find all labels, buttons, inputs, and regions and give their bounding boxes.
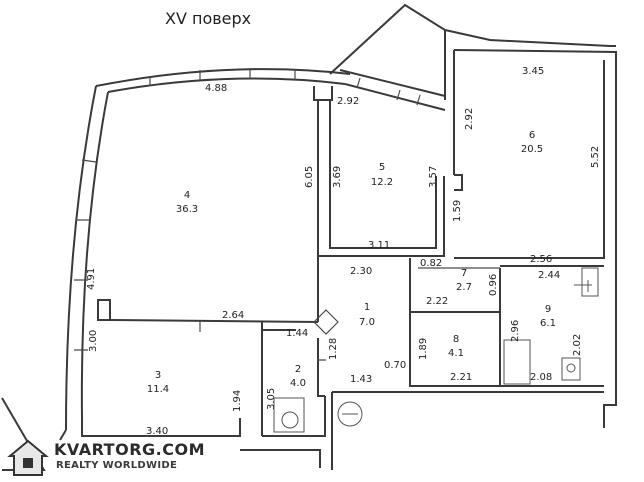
dim-label: 2.64 — [222, 310, 244, 321]
house-icon — [7, 439, 49, 476]
dim-label: 1.44 — [286, 328, 308, 339]
dim-label: 2.92 — [464, 108, 475, 130]
room-area: 36.3 — [176, 204, 198, 215]
dim-label: 1.28 — [328, 338, 339, 360]
watermark-main-text: KVARTORG.COM — [54, 440, 205, 459]
room-area: 6.1 — [540, 318, 556, 329]
dim-label: 4.88 — [205, 83, 227, 94]
dim-label: 2.02 — [572, 334, 583, 356]
dim-label: 3.11 — [368, 240, 390, 251]
room-area: 4.0 — [290, 378, 306, 389]
room-area: 12.2 — [371, 177, 393, 188]
dim-label: 2.56 — [530, 254, 552, 265]
dim-label: 0.96 — [488, 274, 499, 296]
room-number: 5 — [379, 162, 385, 173]
room-area: 20.5 — [521, 144, 543, 155]
dim-label: 3.00 — [88, 330, 99, 352]
dim-label: 6.05 — [304, 166, 315, 188]
room-number: 7 — [461, 268, 467, 279]
dim-label: 1.59 — [452, 200, 463, 222]
dim-label: 1.89 — [418, 338, 429, 360]
room-area: 11.4 — [147, 384, 169, 395]
room-area: 7.0 — [359, 317, 375, 328]
dim-label: 2.92 — [337, 96, 359, 107]
room-labels: 4 36.3 5 12.2 6 20.5 7 2.7 1 7.0 8 4.1 9… — [147, 130, 556, 395]
dim-label: 3.69 — [332, 166, 343, 188]
watermark-sub-text: REALTY WORLDWIDE — [56, 460, 178, 471]
outer-walls — [1, 3, 617, 471]
dim-label: 4.91 — [86, 268, 97, 290]
room-area: 4.1 — [448, 348, 464, 359]
dim-label: 2.30 — [350, 266, 372, 277]
windows — [74, 68, 421, 351]
dim-label: 2.44 — [538, 270, 560, 281]
dim-label: 3.45 — [522, 66, 544, 77]
room-area: 2.7 — [456, 282, 472, 293]
room-number: 6 — [529, 130, 535, 141]
dim-label: 0.82 — [420, 258, 442, 269]
dim-label: 1.43 — [350, 374, 372, 385]
room-number: 1 — [364, 302, 370, 313]
room-number: 9 — [545, 304, 551, 315]
dim-label: 5.52 — [590, 146, 601, 168]
dim-label: 3.05 — [266, 388, 277, 410]
interior-walls — [97, 86, 604, 437]
watermark-logo: KVARTORG.COM REALTY WORLDWIDE — [0, 438, 205, 482]
dim-label: 3.57 — [428, 166, 439, 188]
dim-label: 2.22 — [426, 296, 448, 307]
room-number: 3 — [155, 370, 161, 381]
dim-label: 2.96 — [510, 320, 521, 342]
dimension-labels: 4.88 2.92 3.45 2.92 6.05 3.69 3.57 5.52 … — [86, 66, 601, 437]
dim-label: 1.94 — [232, 390, 243, 412]
dim-label: 2.08 — [530, 372, 552, 383]
dim-label: 3.40 — [146, 426, 168, 437]
dim-label: 0.70 — [384, 360, 406, 371]
room-number: 4 — [184, 190, 190, 201]
room-number: 2 — [295, 364, 301, 375]
room-number: 8 — [453, 334, 459, 345]
dim-label: 2.21 — [450, 372, 472, 383]
floor-title: XV поверх — [165, 9, 251, 28]
fixtures — [273, 267, 599, 433]
